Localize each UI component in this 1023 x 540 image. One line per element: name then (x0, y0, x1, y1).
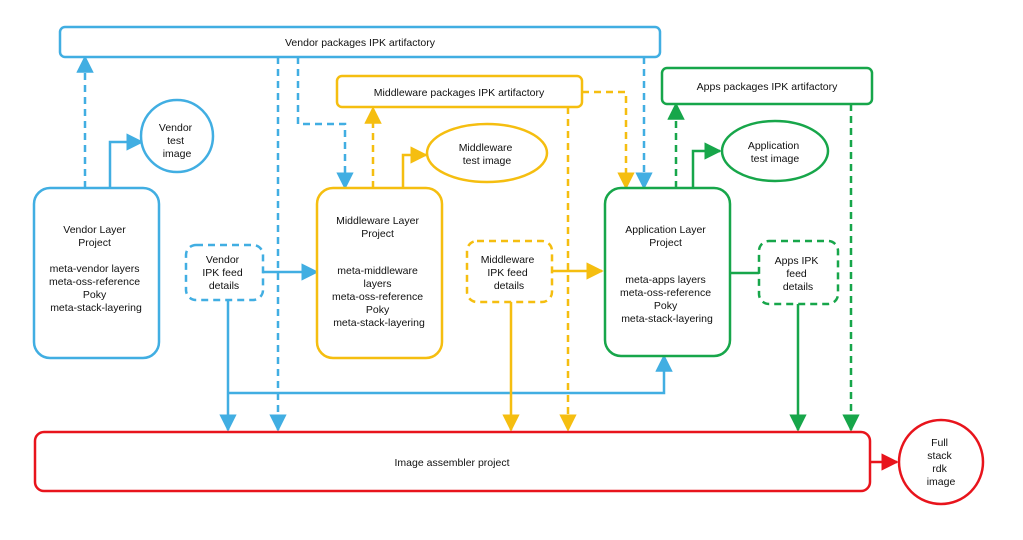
apps-project-line: meta-stack-layering (621, 313, 713, 325)
vendor-test-image-line: test (167, 135, 184, 147)
vendor-project-line: meta-vendor layers (50, 263, 140, 275)
middleware-project-line: meta-stack-layering (333, 317, 425, 329)
vendor-artifactory: Vendor packages IPK artifactory (58, 25, 662, 59)
svg-text:Vendor test image: Vendor test image (159, 122, 195, 160)
output-image-line: rdk (932, 463, 947, 475)
middleware-test-image-line: test image (463, 155, 512, 167)
svg-text:Application Layer Projec: Application Layer Project meta-apps laye… (620, 224, 714, 325)
vendor-artifactory-to-middleware-project-arrow (296, 57, 354, 190)
apps-artifactory: Apps packages IPK artifactory (660, 66, 874, 106)
apps-test-image-line: Application (748, 140, 800, 152)
middleware-project-to-test-image-arrow (401, 146, 428, 188)
middleware-artifactory-label: Middleware packages IPK artifactory (374, 87, 545, 99)
apps-artifactory-label: Apps packages IPK artifactory (697, 81, 838, 93)
vendor-feed-to-apps-project-arrow (228, 354, 673, 395)
middleware-project-line: Project (361, 228, 394, 240)
output-image-line: Full (931, 437, 948, 449)
apps-layer-project: Application Layer Project meta-apps laye… (603, 186, 732, 358)
apps-project-line: Project (649, 237, 682, 249)
middleware-artifactory: Middleware packages IPK artifactory (335, 74, 584, 109)
vendor-feed-line: IPK feed (202, 267, 242, 279)
apps-feed-line: feed (786, 268, 807, 280)
vendor-layer-project: Vendor Layer Project meta-vendor layers … (32, 186, 161, 360)
middleware-test-image-line: Middleware (459, 142, 513, 154)
vendor-project-line: meta-stack-layering (50, 302, 142, 314)
apps-test-image-line: test image (751, 153, 800, 165)
vendor-test-image-line: Vendor (159, 122, 193, 134)
apps-feed-line: details (783, 281, 813, 293)
middleware-project-line: meta-middleware (337, 265, 418, 277)
middleware-artifactory-to-apps-project-arrow (582, 90, 635, 190)
middleware-feed-line: IPK feed (487, 267, 527, 279)
vendor-feed-line: Vendor (206, 254, 240, 266)
output-image-line: stack (927, 450, 952, 462)
svg-text:Apps IPK feed deta: Apps IPK feed details (775, 255, 822, 293)
vendor-feed-line: details (209, 280, 239, 292)
vendor-artifactory-label: Vendor packages IPK artifactory (285, 37, 436, 49)
vendor-test-image: Vendor test image (139, 98, 215, 174)
vendor-ipk-feed-details: Vendor IPK feed details (184, 243, 265, 302)
vendor-project-line: meta-oss-reference (49, 276, 140, 288)
middleware-project-line: meta-oss-reference (332, 291, 423, 303)
middleware-project-line: Middleware Layer (336, 215, 419, 227)
vendor-project-line: Project (78, 237, 111, 249)
svg-text:Full stack rdk: Full stack rdk image (927, 437, 956, 488)
middleware-feed-line: details (494, 280, 524, 292)
svg-text:Middleware test image: Middleware test image (459, 142, 516, 167)
svg-text:Middleware Layer Project: Middleware Layer Project meta-middleware… (332, 215, 426, 329)
apps-project-line: meta-apps layers (625, 274, 706, 286)
full-stack-rdk-image: Full stack rdk image (897, 418, 985, 506)
apps-project-line: meta-oss-reference (620, 287, 711, 299)
apps-test-image: Application test image (720, 119, 830, 183)
middleware-ipk-feed-details: Middleware IPK feed details (465, 239, 554, 304)
apps-project-line: Poky (654, 300, 678, 312)
image-assembler-label: Image assembler project (395, 457, 510, 469)
apps-ipk-feed-details: Apps IPK feed details (757, 239, 840, 306)
svg-text:Vendor Layer Project: Vendor Layer Project meta-vendor layers … (49, 224, 143, 314)
svg-text:Application test image: Application test image (748, 140, 802, 165)
apps-project-line: Application Layer (625, 224, 706, 236)
image-assembler-project: Image assembler project (33, 430, 872, 493)
vendor-test-image-line: image (163, 148, 192, 160)
vendor-project-to-test-image-arrow (108, 133, 144, 188)
output-image-line: image (927, 476, 956, 488)
middleware-feed-line: Middleware (481, 254, 535, 266)
apps-project-to-test-image-arrow (691, 142, 722, 188)
vendor-project-line: Vendor Layer (63, 224, 126, 236)
svg-text:Middleware IPK feed: Middleware IPK feed details (481, 254, 538, 292)
middleware-project-line: Poky (366, 304, 390, 316)
vendor-project-line: Poky (83, 289, 107, 301)
middleware-project-line: layers (364, 278, 392, 290)
svg-text:Vendor IPK feed d: Vendor IPK feed details (202, 254, 245, 292)
middleware-test-image: Middleware test image (425, 122, 549, 184)
apps-feed-line: Apps IPK (775, 255, 819, 267)
middleware-layer-project: Middleware Layer Project meta-middleware… (315, 186, 444, 360)
